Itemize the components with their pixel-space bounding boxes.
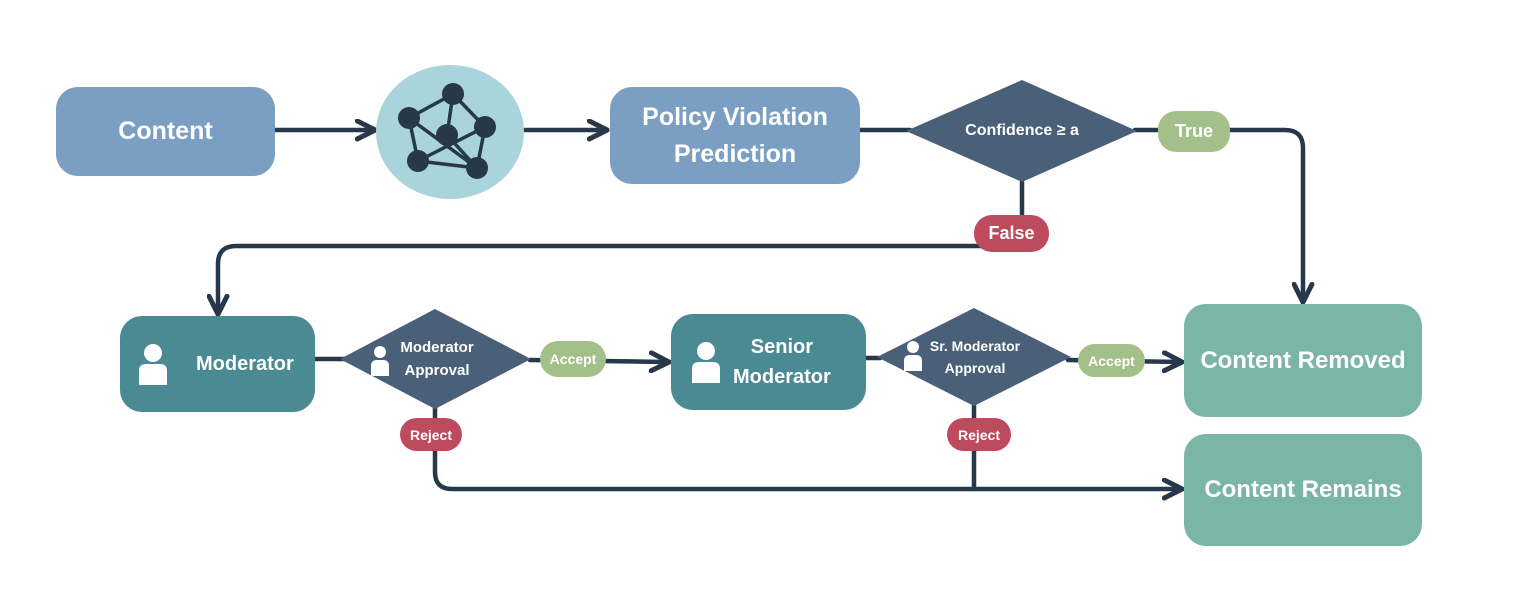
content-node: Content	[56, 87, 275, 176]
moderator-approval-label-line2: Approval	[404, 362, 470, 379]
content-removed-node: Content Removed	[1184, 304, 1422, 417]
content-node-label: Content	[118, 117, 213, 145]
sr-moderator-approval-label-wrap: Sr. Moderator Approval	[920, 335, 1030, 379]
user-icon	[371, 346, 389, 376]
confidence-decision-label-wrap: Confidence ≥ a	[936, 112, 1108, 150]
accept-label-text: Accept	[1088, 352, 1135, 369]
sr-moderator-approval-decision-shape	[877, 308, 1071, 406]
senior-moderator-label-line2: Moderator	[733, 366, 831, 388]
user-icon	[904, 341, 922, 371]
neural-network-icon	[398, 83, 496, 179]
senior-moderator-node: Senior Moderator	[671, 314, 866, 410]
confidence-decision-label: Confidence ≥ a	[965, 122, 1079, 139]
reject-label: Reject	[400, 418, 462, 451]
senior-moderator-label: Senior Moderator	[733, 332, 831, 392]
user-icon	[139, 344, 167, 385]
false-label-text: False	[988, 223, 1035, 243]
true-label-text: True	[1174, 121, 1213, 141]
moderator-node-label: Moderator	[196, 352, 294, 375]
false-label: False	[974, 215, 1049, 252]
confidence-decision-shape	[906, 80, 1137, 182]
content-removed-label: Content Removed	[1200, 346, 1406, 374]
accept-label-text: Accept	[549, 351, 597, 367]
policy-prediction-node: Policy Violation Prediction	[610, 87, 860, 184]
senior-moderator-label-line1: Senior	[750, 336, 814, 358]
content-remains-label: Content Remains	[1204, 476, 1402, 503]
accept-label: Accept	[1078, 344, 1145, 377]
moderator-approval-label-wrap: Moderator Approval	[392, 336, 482, 382]
reject-label: Reject	[947, 418, 1011, 451]
edge-reject-to-remains	[432, 405, 1180, 489]
moderator-approval-decision-shape	[340, 309, 531, 409]
edge-true-to-removed	[1132, 127, 1303, 300]
reject-label-text: Reject	[409, 426, 453, 443]
policy-prediction-label-line1: Policy Violation	[642, 102, 828, 131]
sr-moderator-approval-label-line2: Approval	[944, 360, 1006, 376]
edge-false-to-moderator	[218, 179, 1025, 312]
reject-label-text: Reject	[957, 426, 1001, 443]
accept-label: Accept	[540, 341, 606, 377]
moderator-approval-label-line1: Moderator	[400, 339, 474, 356]
moderator-node: Moderator	[120, 316, 315, 412]
sr-moderator-approval-label-line1: Sr. Moderator	[929, 338, 1021, 354]
user-icon	[692, 342, 720, 383]
content-remains-node: Content Remains	[1184, 434, 1422, 546]
policy-prediction-label-line2: Prediction	[673, 139, 797, 168]
true-label: True	[1158, 111, 1230, 152]
